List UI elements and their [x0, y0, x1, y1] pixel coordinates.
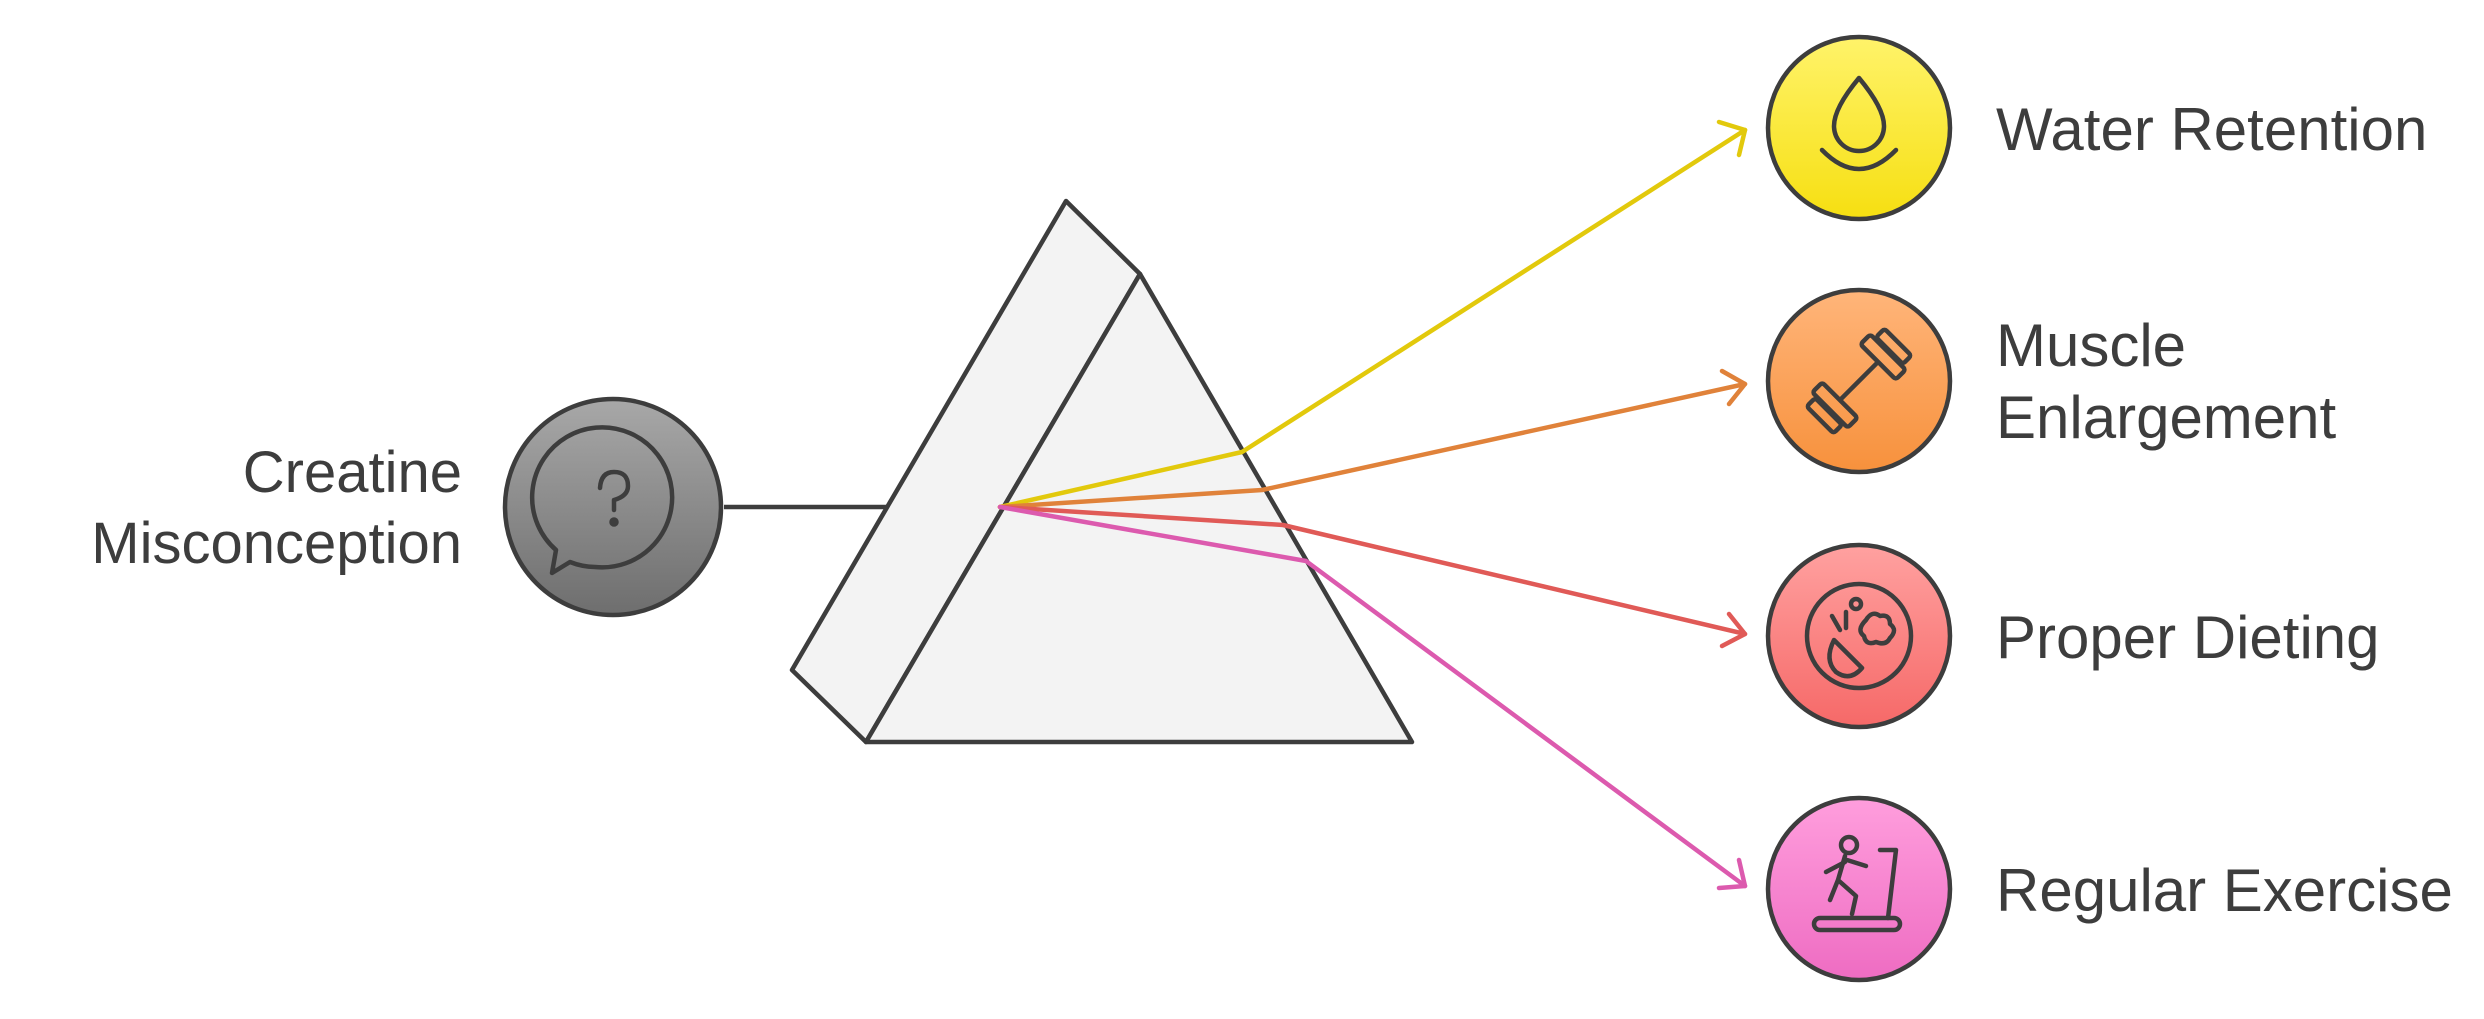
output-circle-regular-exercise — [1765, 795, 1953, 983]
source-node — [502, 396, 724, 618]
output-label-proper-dieting: Proper Dieting — [1996, 604, 2380, 671]
output-label-muscle-enlargement-line2: Enlargement — [1996, 384, 2337, 451]
source-label-line1: Creatine — [243, 440, 462, 505]
output-node-water-retention: Water Retention — [1765, 34, 2427, 222]
question-speech-bubble-icon — [529, 425, 675, 576]
output-node-proper-dieting: Proper Dieting — [1765, 542, 2380, 730]
output-label-regular-exercise: Regular Exercise — [1996, 857, 2453, 924]
dumbbell-icon — [1805, 327, 1913, 435]
arrowhead-regular-exercise — [1716, 857, 1748, 891]
arrowhead-muscle-enlargement — [1719, 368, 1748, 407]
arrowhead-water-retention — [1716, 119, 1748, 158]
output-node-muscle-enlargement: Muscle Enlargement — [1765, 287, 2337, 475]
source-label-line2: Misconception — [91, 511, 462, 576]
ray-muscle-enlargement — [997, 368, 1748, 510]
output-label-muscle-enlargement-line1: Muscle — [1996, 312, 2186, 379]
prism — [789, 198, 1415, 745]
source-label: Creatine Misconception — [91, 440, 462, 576]
water-drop-icon — [1819, 75, 1899, 172]
treadmill-runner-icon — [1811, 834, 1903, 933]
ray-regular-exercise — [997, 504, 1748, 891]
output-node-regular-exercise: Regular Exercise — [1765, 795, 2453, 983]
output-circle-water-retention — [1765, 34, 1953, 222]
output-label-water-retention: Water Retention — [1996, 96, 2427, 163]
food-plate-icon — [1804, 581, 1914, 691]
ray-water-retention — [997, 119, 1748, 510]
arrowhead-proper-dieting — [1719, 611, 1748, 649]
ray-proper-dieting — [997, 504, 1748, 649]
dispersed-rays — [997, 119, 1748, 891]
output-circle-proper-dieting — [1765, 542, 1953, 730]
